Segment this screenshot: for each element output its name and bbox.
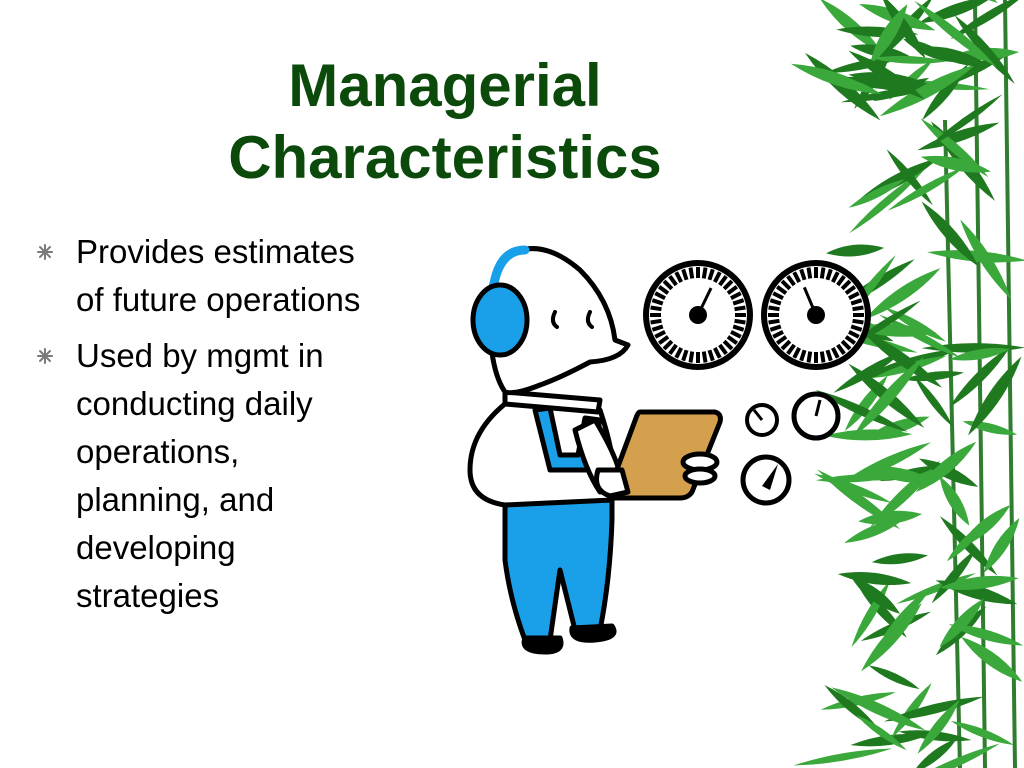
bamboo-leaf: [819, 0, 884, 54]
bamboo-leaf: [871, 55, 948, 64]
bullet-2-line-6: strategies: [76, 577, 220, 614]
headphone-cup-icon: [470, 282, 530, 358]
worker-left-eye: [550, 310, 559, 329]
bamboo-leaf: [858, 510, 923, 525]
bamboo-leaf: [850, 576, 901, 614]
dial-gauge-icon: [761, 260, 871, 370]
bamboo-leaf: [949, 348, 1010, 361]
bamboo-leaf: [921, 201, 979, 267]
bamboo-leaf: [939, 575, 1019, 590]
bamboo-leaf: [920, 155, 991, 173]
bamboo-leaf: [960, 219, 1012, 300]
bamboo-leaf: [891, 682, 932, 739]
bamboo-leaf: [831, 687, 926, 731]
bamboo-leaf: [790, 63, 882, 95]
bamboo-leaf: [946, 521, 987, 562]
bullet-item-1: Provides estimates of future operations: [36, 228, 436, 324]
bamboo-leaf: [902, 743, 1000, 768]
bamboo-leaf: [836, 26, 919, 38]
bamboo-leaf: [968, 356, 1022, 436]
bamboo-leaf: [950, 0, 1024, 40]
bamboo-leaf: [869, 4, 908, 65]
bamboo-leaf: [927, 250, 1024, 263]
dial-gauge-icon: [745, 403, 779, 437]
bamboo-leaf: [852, 356, 924, 438]
bamboo-leaf: [879, 64, 976, 117]
bullet-2-line-3: operations,: [76, 433, 240, 470]
bamboo-leaf: [948, 624, 1024, 646]
bamboo-leaf: [871, 553, 928, 565]
bamboo-leaf: [878, 314, 961, 358]
dial-gauge-icon: [740, 454, 792, 506]
bullet-1-line-1: Provides estimates: [76, 233, 355, 270]
bullet-2-line-4: planning, and: [76, 481, 275, 518]
bamboo-leaf: [949, 345, 1011, 408]
bamboo-leaf: [913, 375, 954, 428]
worker-hand: [594, 467, 631, 499]
worker-right-shoe: [569, 623, 617, 643]
bamboo-leaf: [848, 50, 925, 100]
bamboo-leaf: [837, 572, 912, 585]
bullet-2-line-5: developing: [76, 529, 236, 566]
bamboo-leaf: [825, 429, 913, 441]
bullet-1-line-2: of future operations: [76, 281, 361, 318]
bamboo-leaf: [939, 516, 998, 576]
bamboo-leaf: [931, 549, 976, 604]
slide-title: Managerial Characteristics: [130, 50, 760, 194]
bullet-2-line-2: conducting daily: [76, 385, 313, 422]
bamboo-leaf: [826, 244, 885, 257]
bamboo-leaf: [838, 472, 919, 481]
bamboo-leaf: [833, 350, 904, 393]
bamboo-leaf: [939, 598, 984, 648]
worker-collar: [502, 389, 603, 415]
bullet-item-2: Used by mgmt in conducting daily operati…: [36, 332, 436, 620]
bamboo-leaf: [864, 268, 941, 320]
bamboo-leaf: [861, 602, 922, 672]
bullet-2-line-1: Used by mgmt in: [76, 337, 324, 374]
asterisk-star-icon: [37, 348, 53, 364]
bamboo-leaf: [861, 330, 943, 388]
bamboo-leaf: [848, 179, 905, 208]
bamboo-leaf: [868, 665, 920, 690]
bamboo-leaf: [914, 0, 997, 68]
bamboo-leaf: [983, 517, 1020, 573]
bamboo-leaf: [912, 738, 958, 768]
bullet-list: Provides estimates of future operations …: [36, 228, 436, 628]
bamboo-leaf: [915, 441, 977, 493]
bamboo-leaf: [883, 696, 984, 722]
bamboo-stem: [1003, 0, 1017, 768]
dial-gauge-icon: [643, 260, 753, 370]
bamboo-leaf: [903, 371, 965, 382]
bamboo-leaf: [917, 699, 960, 754]
bamboo-leaf: [815, 389, 908, 432]
asterisk-star-icon: [37, 244, 53, 260]
bamboo-leaf: [883, 585, 933, 637]
bamboo-leaf: [855, 714, 907, 751]
title-line-1: Managerial: [288, 52, 602, 119]
bamboo-leaf: [793, 748, 893, 766]
worker-right-eye: [585, 310, 594, 329]
bamboo-leaf: [939, 476, 970, 526]
bamboo-leaf: [887, 166, 965, 211]
bamboo-leaf: [896, 572, 977, 604]
bamboo-leaf: [849, 169, 925, 234]
title-line-2: Characteristics: [228, 124, 662, 191]
bamboo-leaf: [960, 636, 1023, 682]
bamboo-leaf: [922, 46, 990, 67]
bamboo-leaf: [954, 15, 1015, 84]
bamboo-leaf: [927, 94, 1003, 148]
bamboo-leaf: [920, 118, 989, 178]
worker-left-shoe: [521, 635, 564, 655]
bamboo-leaf: [817, 469, 901, 530]
dial-gauge-icon: [791, 391, 841, 441]
bamboo-leaf: [950, 721, 1015, 746]
